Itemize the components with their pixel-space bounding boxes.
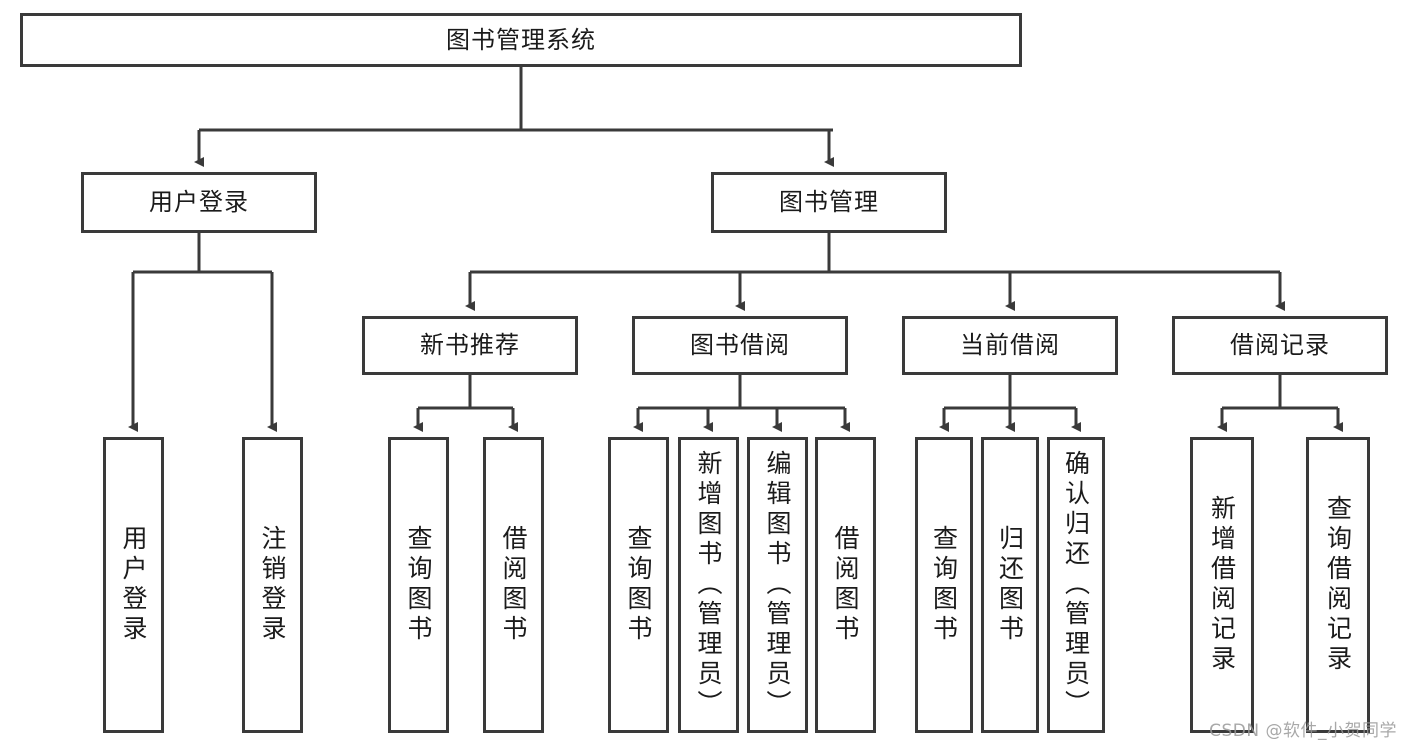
node-leaf-rec-borrow-book-label: 借阅图书 bbox=[499, 525, 528, 645]
node-new-book-rec[interactable]: 新书推荐 bbox=[362, 316, 578, 375]
node-leaf-rec-borrow-book[interactable]: 借阅图书 bbox=[483, 437, 544, 733]
node-book-borrow-label: 图书借阅 bbox=[690, 331, 790, 360]
node-leaf-bb-query-book-label: 查询图书 bbox=[624, 525, 653, 645]
node-leaf-cb-confirm-return[interactable]: 确认归还（管理员） bbox=[1047, 437, 1105, 733]
node-leaf-user-logout[interactable]: 注销登录 bbox=[242, 437, 303, 733]
node-leaf-bb-borrow-book[interactable]: 借阅图书 bbox=[815, 437, 876, 733]
node-leaf-cb-confirm-return-label: 确认归还（管理员） bbox=[1061, 450, 1091, 720]
node-book-manage[interactable]: 图书管理 bbox=[711, 172, 947, 233]
node-leaf-user-logout-label: 注销登录 bbox=[258, 525, 287, 645]
node-user-login[interactable]: 用户登录 bbox=[81, 172, 317, 233]
node-leaf-cb-return-book-label: 归还图书 bbox=[995, 525, 1025, 645]
node-root[interactable]: 图书管理系统 bbox=[20, 13, 1022, 67]
node-leaf-bb-edit-book-label: 编辑图书（管理员） bbox=[763, 450, 792, 720]
node-leaf-cb-return-book[interactable]: 归还图书 bbox=[981, 437, 1039, 733]
node-current-borrow-label: 当前借阅 bbox=[960, 331, 1060, 360]
node-leaf-bb-add-book-label: 新增图书（管理员） bbox=[694, 450, 723, 720]
csdn-watermark: CSDN @软件_小贺同学 bbox=[1209, 721, 1397, 741]
node-current-borrow[interactable]: 当前借阅 bbox=[902, 316, 1118, 375]
node-leaf-user-login[interactable]: 用户登录 bbox=[103, 437, 164, 733]
node-new-book-rec-label: 新书推荐 bbox=[420, 331, 520, 360]
node-leaf-bb-add-book[interactable]: 新增图书（管理员） bbox=[678, 437, 739, 733]
node-leaf-cb-query-book[interactable]: 查询图书 bbox=[915, 437, 973, 733]
node-leaf-br-add-record[interactable]: 新增借阅记录 bbox=[1190, 437, 1254, 733]
node-leaf-br-query-record-label: 查询借阅记录 bbox=[1323, 495, 1353, 675]
node-leaf-br-query-record[interactable]: 查询借阅记录 bbox=[1306, 437, 1370, 733]
node-leaf-cb-query-book-label: 查询图书 bbox=[929, 525, 959, 645]
node-book-manage-label: 图书管理 bbox=[779, 188, 879, 217]
node-leaf-rec-query-book[interactable]: 查询图书 bbox=[388, 437, 449, 733]
node-leaf-bb-query-book[interactable]: 查询图书 bbox=[608, 437, 669, 733]
node-leaf-user-login-label: 用户登录 bbox=[119, 525, 148, 645]
node-leaf-bb-borrow-book-label: 借阅图书 bbox=[831, 525, 860, 645]
node-book-borrow[interactable]: 图书借阅 bbox=[632, 316, 848, 375]
node-leaf-bb-edit-book[interactable]: 编辑图书（管理员） bbox=[747, 437, 808, 733]
node-user-login-label: 用户登录 bbox=[149, 188, 249, 217]
node-leaf-br-add-record-label: 新增借阅记录 bbox=[1207, 495, 1237, 675]
node-borrow-record[interactable]: 借阅记录 bbox=[1172, 316, 1388, 375]
node-borrow-record-label: 借阅记录 bbox=[1230, 331, 1330, 360]
node-leaf-rec-query-book-label: 查询图书 bbox=[404, 525, 433, 645]
node-root-label: 图书管理系统 bbox=[446, 25, 596, 54]
